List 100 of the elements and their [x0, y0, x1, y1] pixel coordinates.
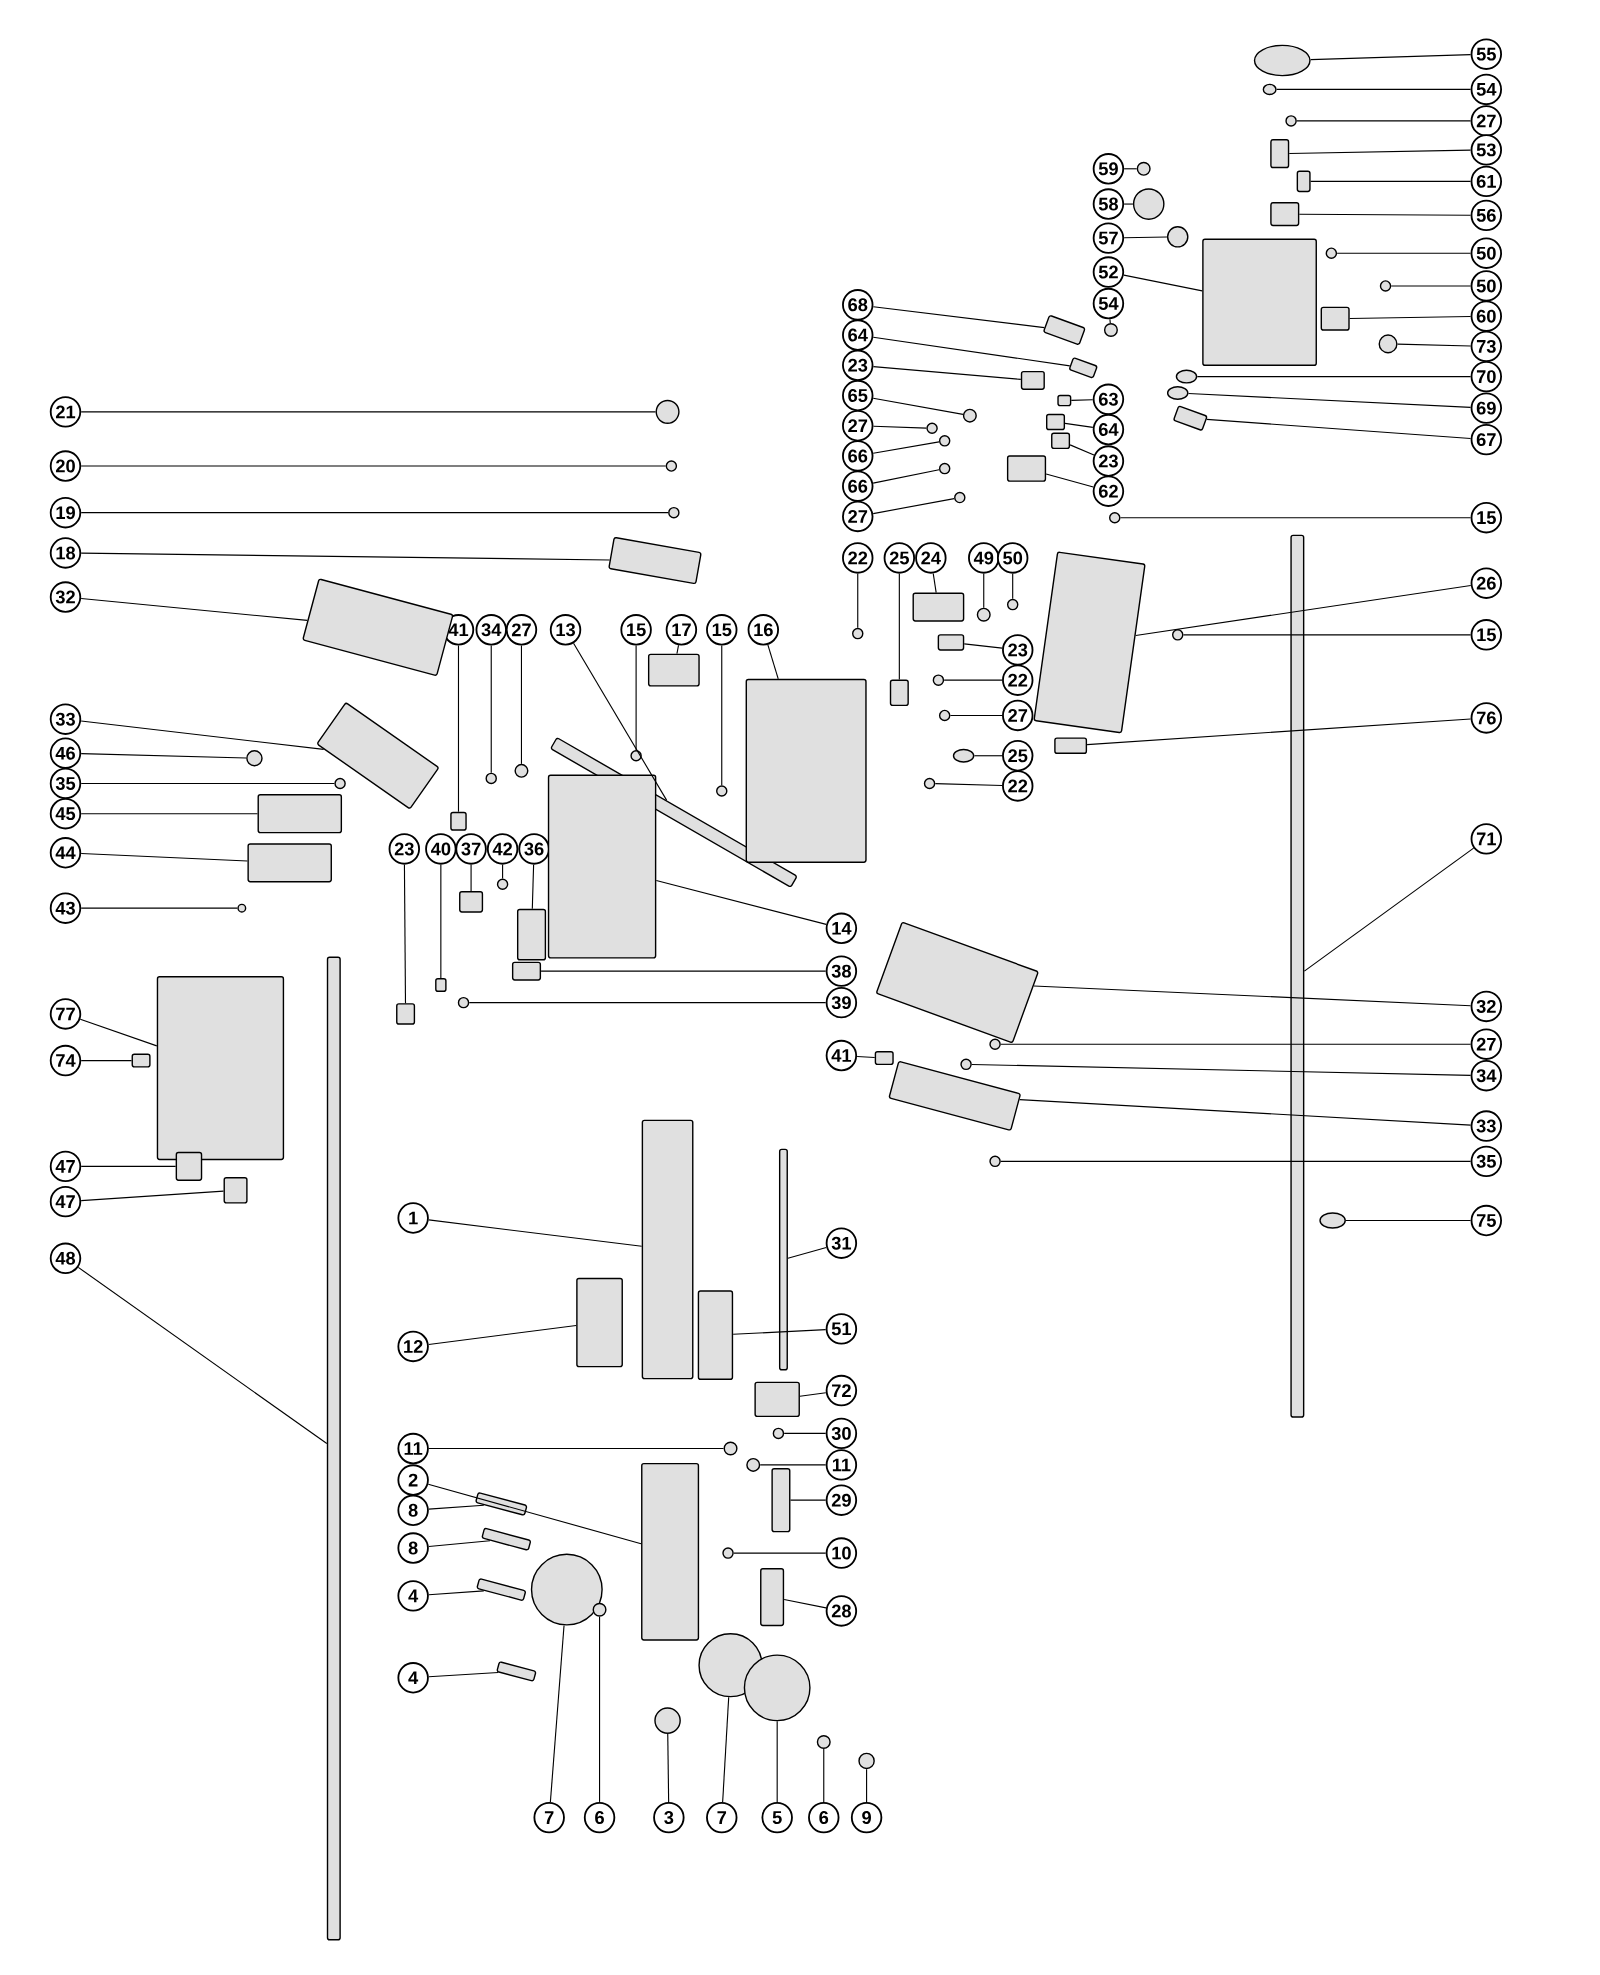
leader-line [1349, 315, 1472, 319]
part-drawing [450, 811, 467, 831]
part-drawing [1254, 44, 1311, 77]
leader-line [1064, 422, 1094, 428]
leader-line [428, 1219, 643, 1247]
part-drawing [648, 653, 700, 687]
callout-number: 28 [825, 1595, 858, 1627]
leader-line [428, 1447, 725, 1450]
leader-line [80, 813, 259, 815]
callout-number: 50 [997, 542, 1029, 574]
callout-number: 27 [1470, 105, 1503, 137]
callout-number: 23 [1002, 634, 1034, 666]
leader-line [440, 864, 442, 979]
part-drawing [459, 891, 484, 913]
part-drawing [1167, 386, 1189, 400]
leader-line [428, 1672, 500, 1678]
callout-number: 8 [397, 1494, 430, 1526]
leader-line [790, 1499, 827, 1501]
part-drawing [939, 435, 951, 447]
leader-line [1298, 213, 1472, 216]
part-drawing [1325, 247, 1338, 259]
leader-line [1070, 399, 1094, 401]
callout-number: 33 [49, 703, 82, 735]
part-drawing [954, 491, 966, 504]
part-drawing [246, 750, 263, 767]
leader-line [1123, 236, 1168, 239]
callout-number: 32 [1470, 990, 1503, 1023]
callout-number: 42 [487, 833, 519, 865]
leader-line [79, 1018, 158, 1047]
leader-line [799, 1392, 827, 1397]
leader-line [1390, 285, 1472, 287]
callout-number: 3 [653, 1801, 685, 1834]
callout-number: 33 [1470, 1110, 1503, 1142]
leader-line [521, 644, 523, 765]
callout-number: 62 [1092, 475, 1125, 507]
callout-number: 29 [825, 1484, 858, 1516]
part-drawing [1167, 226, 1189, 248]
leader-line [963, 643, 1003, 649]
part-drawing [858, 1752, 876, 1770]
leader-line [1336, 252, 1472, 254]
callout-number: 9 [851, 1801, 883, 1834]
part-drawing [514, 763, 529, 778]
callout-number: 65 [842, 379, 874, 412]
callout-number: 44 [49, 837, 82, 869]
leader-line [1000, 1160, 1472, 1162]
callout-number: 23 [388, 833, 421, 865]
part-drawing [641, 1462, 700, 1641]
leader-line [872, 336, 1071, 367]
leader-line [470, 864, 472, 892]
part-drawing [697, 1290, 734, 1380]
part-drawing [576, 1277, 624, 1368]
part-drawing [953, 748, 975, 763]
callout-number: 14 [825, 912, 858, 944]
part-drawing [1046, 413, 1066, 431]
leader-line [80, 1190, 225, 1202]
callout-number: 10 [825, 1537, 858, 1569]
part-drawing [1202, 238, 1318, 366]
callout-number: 2 [397, 1464, 430, 1496]
part-drawing [937, 634, 965, 651]
callout-number: 15 [620, 614, 652, 646]
callout-number: 69 [1470, 392, 1503, 424]
leader-line [1000, 1043, 1472, 1045]
part-drawing [924, 777, 936, 790]
callout-number: 36 [518, 833, 550, 865]
leader-line [776, 1720, 778, 1803]
leader-line [934, 783, 1003, 787]
leader-line [1206, 418, 1472, 440]
callout-number: 39 [825, 986, 858, 1019]
part-drawing [1319, 1212, 1347, 1229]
leader-line [80, 1165, 177, 1167]
part-drawing [1057, 394, 1072, 407]
callout-number: 25 [1002, 740, 1034, 772]
callout-number: 6 [584, 1801, 616, 1834]
leader-line [783, 1432, 827, 1434]
leader-line [1012, 573, 1014, 600]
leader-line [1069, 444, 1095, 456]
leader-line [1086, 718, 1472, 746]
leader-line [1345, 1219, 1472, 1222]
part-drawing [716, 785, 728, 797]
leader-line [531, 864, 535, 910]
leader-line [767, 644, 779, 680]
leader-line [550, 1624, 565, 1803]
callout-number: 74 [49, 1044, 82, 1077]
callout-number: 18 [49, 537, 82, 569]
part-drawing [517, 908, 547, 961]
part-drawing [1285, 115, 1297, 127]
part-drawing [926, 422, 938, 434]
part-drawing [457, 996, 470, 1009]
callout-number: 43 [49, 892, 82, 924]
callout-number: 16 [747, 614, 780, 646]
part-drawing [630, 750, 642, 762]
callout-number: 51 [825, 1313, 858, 1345]
leader-line [1045, 473, 1094, 488]
callout-number: 64 [842, 319, 874, 351]
part-drawing [779, 1148, 789, 1371]
part-drawing [939, 709, 951, 722]
callout-number: 52 [1092, 256, 1125, 288]
part-drawing [156, 976, 285, 1161]
callout-number: 27 [1002, 699, 1034, 732]
leader-line [857, 573, 859, 629]
